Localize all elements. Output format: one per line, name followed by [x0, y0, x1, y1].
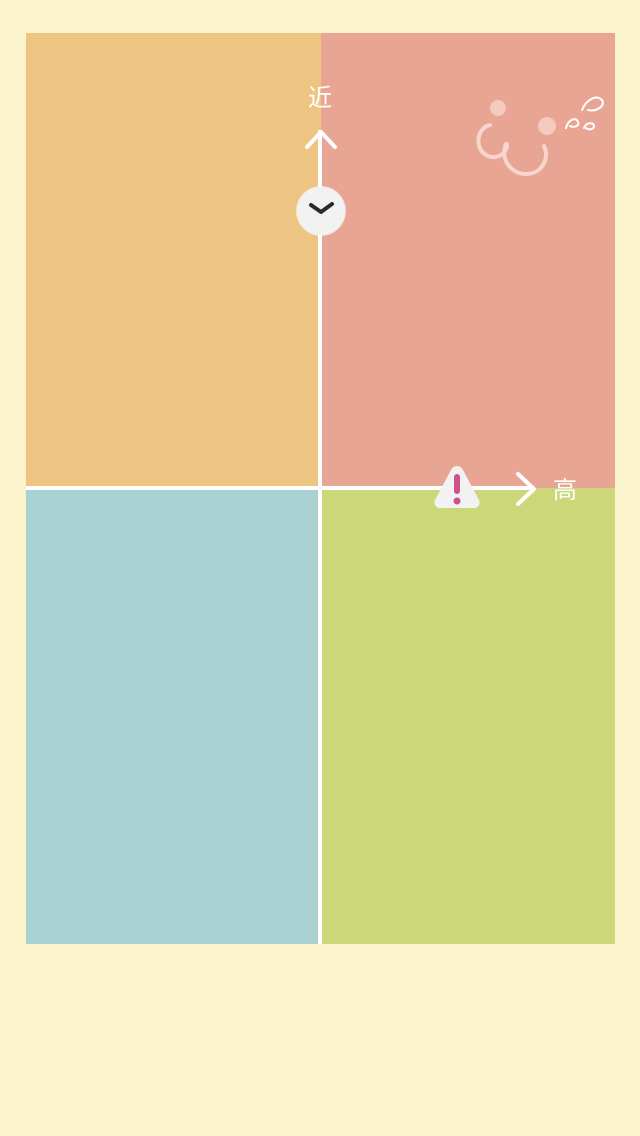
- chevron-down-icon: [309, 202, 334, 214]
- arrow-up-icon: [304, 128, 338, 150]
- quadrant-bottom-right[interactable]: [321, 488, 615, 944]
- quadrant-matrix: [26, 33, 615, 944]
- vertical-axis-label: 近: [308, 84, 332, 112]
- warning-icon[interactable]: [432, 463, 482, 509]
- cute-face-icon: [470, 92, 610, 184]
- vertical-axis: [318, 130, 322, 944]
- quadrant-bottom-left[interactable]: [26, 488, 321, 944]
- horizontal-axis: [26, 486, 532, 490]
- arrow-right-icon: [514, 471, 538, 507]
- quadrant-top-right[interactable]: [321, 33, 615, 488]
- quadrant-top-left[interactable]: [26, 33, 321, 488]
- horizontal-axis-label: 高: [553, 476, 577, 504]
- collapse-toggle-button[interactable]: [297, 187, 345, 235]
